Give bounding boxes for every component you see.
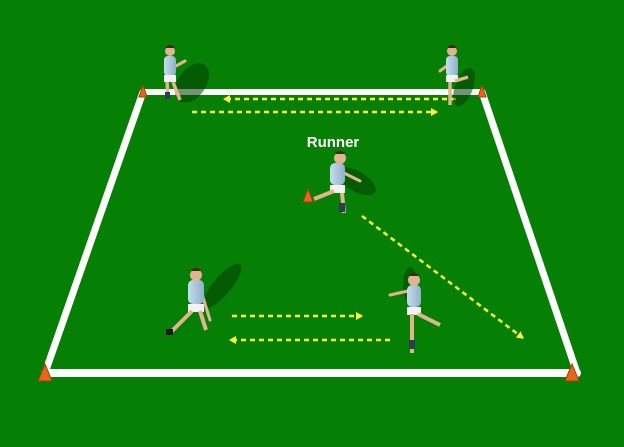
player-icon bbox=[166, 263, 242, 335]
player-icon bbox=[313, 151, 376, 214]
dashed-arrow bbox=[361, 215, 524, 339]
cone-icon bbox=[564, 362, 580, 382]
cones bbox=[37, 83, 580, 382]
field-line-right bbox=[478, 88, 581, 377]
runner-label: Runner bbox=[307, 134, 360, 151]
cone-icon bbox=[37, 362, 53, 382]
cone-icon bbox=[477, 83, 487, 98]
cone-icon bbox=[302, 187, 314, 203]
field-line-left bbox=[41, 88, 147, 377]
player-icon bbox=[388, 267, 441, 353]
pass-arrows bbox=[192, 95, 524, 344]
player-icon bbox=[164, 45, 210, 103]
cone-icon bbox=[138, 83, 148, 98]
player-icon bbox=[438, 45, 475, 107]
